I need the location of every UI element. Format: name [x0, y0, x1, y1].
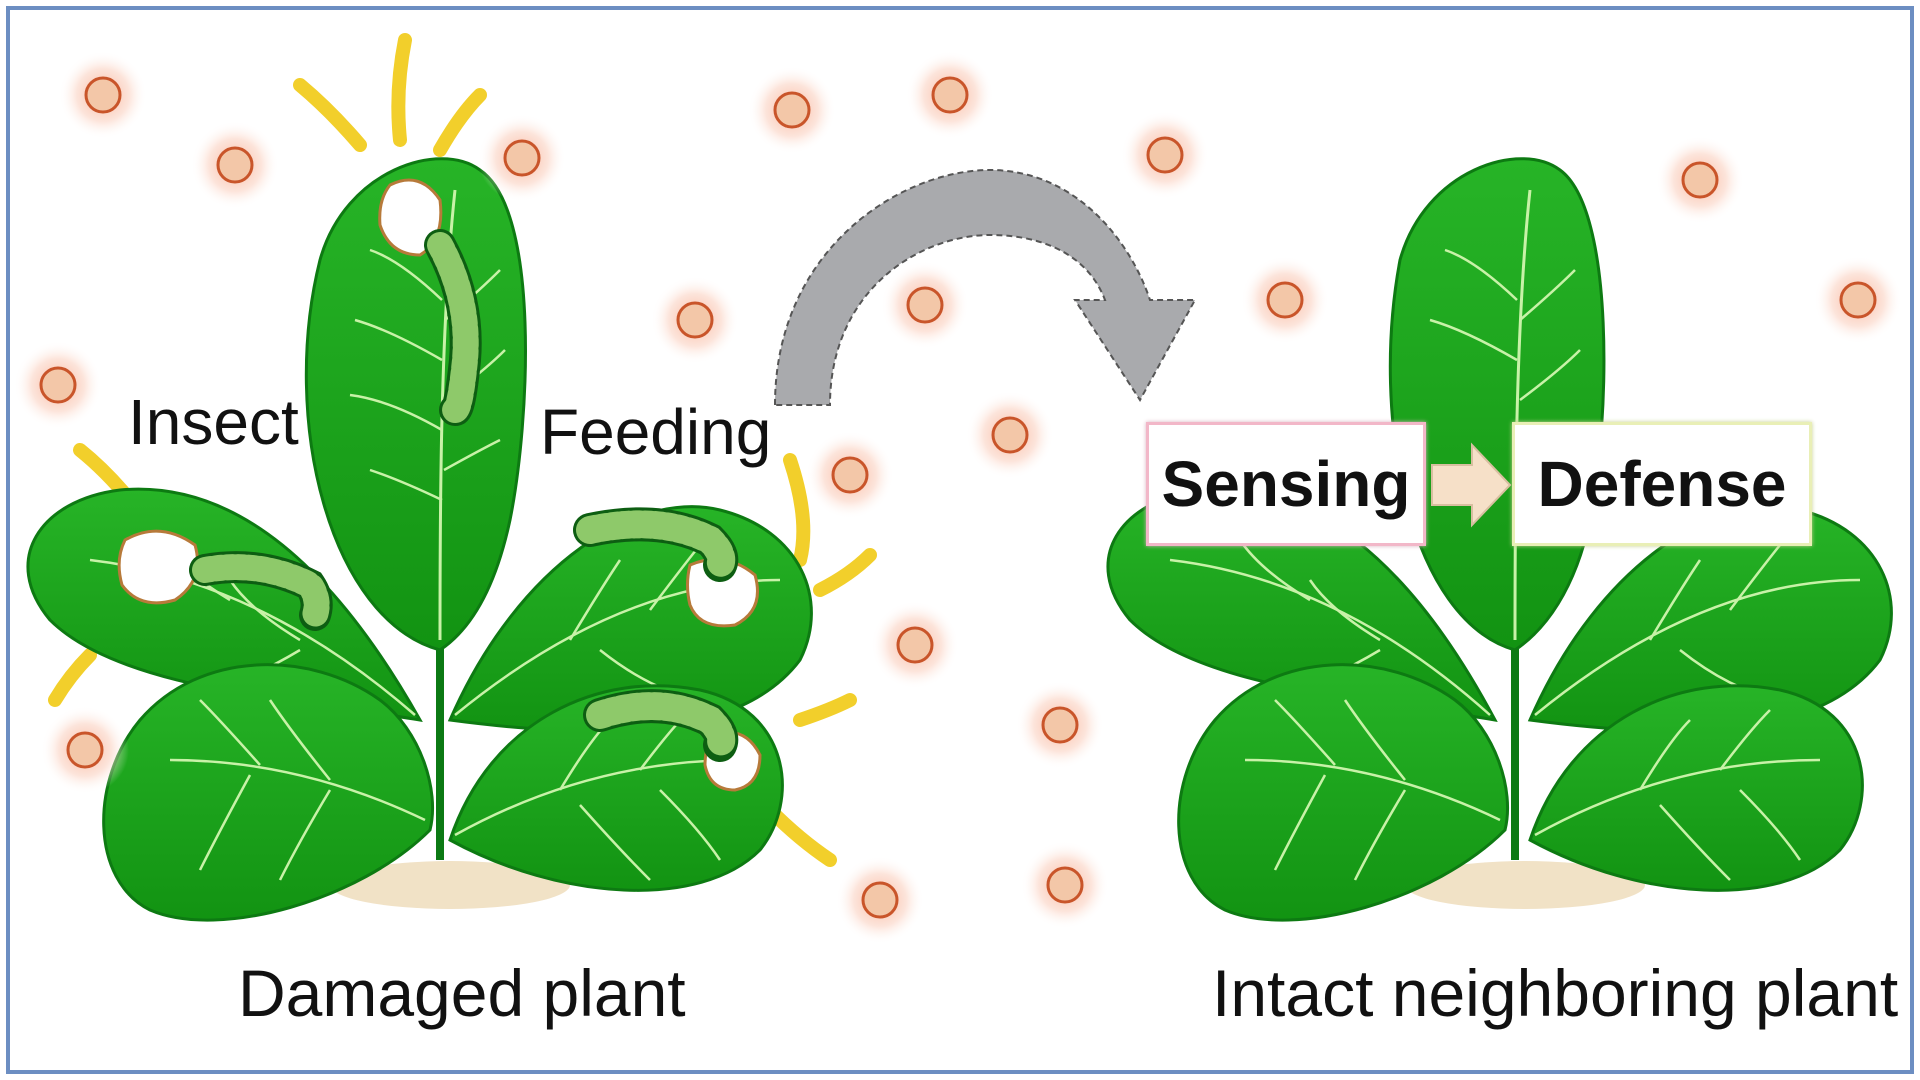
sensing-box: Sensing: [1146, 422, 1426, 546]
left-front-leaf: [102, 663, 435, 922]
right-front-leaf: [448, 684, 784, 892]
defense-box: Defense: [1512, 422, 1812, 546]
volatile-dot-icon: [66, 731, 104, 769]
volatile-dot-icon: [84, 76, 122, 114]
curved-arrow-icon: [773, 168, 1197, 406]
caterpillar-icon: [189, 551, 333, 631]
volatile-dot-icon: [1146, 136, 1184, 174]
volatile-dot-icon: [906, 286, 944, 324]
insect-label: Insect: [128, 386, 299, 458]
volatile-dot-icon: [1839, 281, 1877, 319]
soil: [1405, 861, 1645, 909]
left-front-leaf: [1177, 663, 1510, 922]
right-front-leaf: [1528, 684, 1864, 892]
volatile-dot-icon: [861, 881, 899, 919]
volatile-dot-icon: [991, 416, 1029, 454]
volatile-dot-icon: [773, 91, 811, 129]
damaged-plant-label: Damaged plant: [238, 956, 686, 1030]
feeding-label: Feeding: [540, 396, 772, 468]
soil: [330, 861, 570, 909]
leaf-hole: [378, 178, 443, 257]
leaf-hole: [117, 529, 199, 605]
caterpillar-icon: [424, 229, 482, 426]
caterpillar-icon: [573, 507, 739, 582]
volatile-dot-icon: [39, 366, 77, 404]
volatile-dot-icon: [1681, 161, 1719, 199]
volatile-dot-icon: [1046, 866, 1084, 904]
caterpillar-icon: [583, 689, 739, 762]
frame-border: [6, 6, 1914, 1074]
damaged-plant: [26, 33, 877, 922]
right-arrow-icon: [1431, 442, 1512, 528]
volatile-dot-icon: [676, 301, 714, 339]
volatile-dot-icon: [503, 139, 541, 177]
center-leaf: [1388, 157, 1606, 652]
volatile-dots: [14, 51, 1902, 944]
intact-plant-label: Intact neighboring plant: [1212, 956, 1899, 1030]
volatile-dot-icon: [831, 456, 869, 494]
volatile-dot-icon: [896, 626, 934, 664]
volatile-dot-icon: [1041, 706, 1079, 744]
volatile-dot-icon: [216, 146, 254, 184]
volatile-dot-icon: [1266, 281, 1304, 319]
volatile-dot-icon: [931, 76, 969, 114]
